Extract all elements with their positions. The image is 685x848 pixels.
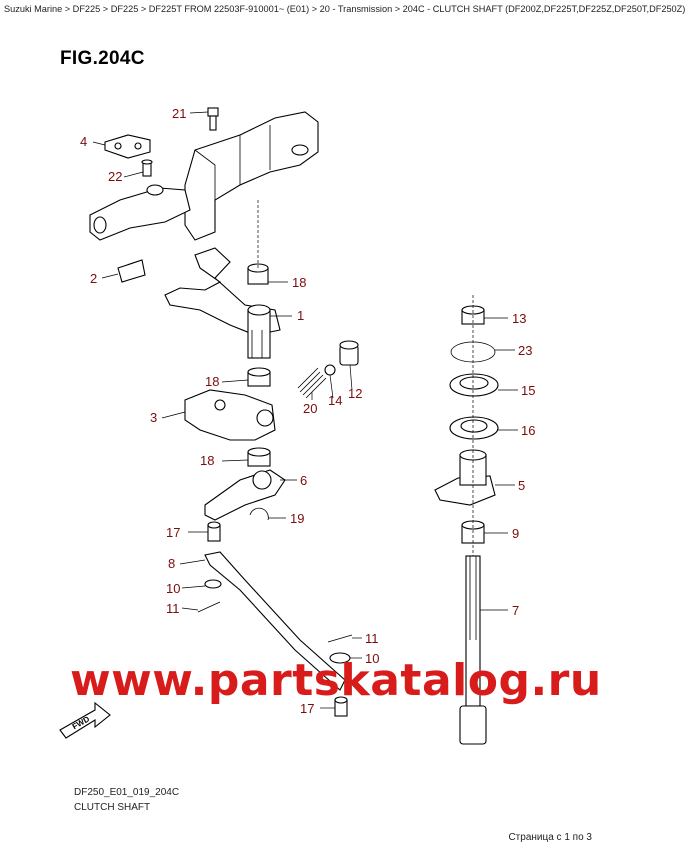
callout-6[interactable]: 6 [300, 473, 307, 488]
callout-20[interactable]: 20 [303, 401, 317, 416]
plate-4 [104, 134, 151, 159]
drawing-name: CLUTCH SHAFT [74, 802, 151, 813]
callout-10-lower[interactable]: 10 [365, 651, 379, 666]
callout-17-lower[interactable]: 17 [300, 701, 314, 716]
spring-20 [297, 367, 327, 399]
fwd-arrow: FWD [59, 701, 111, 739]
callout-10-upper[interactable]: 10 [166, 581, 180, 596]
callout-15[interactable]: 15 [521, 383, 535, 398]
parts-diagram: FWD 21 4 22 2 18 1 3 18 18 20 14 12 6 19… [59, 106, 535, 745]
page-info: Страница с 1 по 3 [508, 832, 592, 843]
shift-arm-3 [184, 389, 276, 441]
callout-2[interactable]: 2 [90, 271, 97, 286]
breadcrumb[interactable]: Suzuki Marine > DF225 > DF225 > DF225T F… [4, 4, 685, 14]
callout-18-top[interactable]: 18 [292, 275, 306, 290]
shift-bracket [89, 111, 319, 241]
bolt-22 [141, 159, 153, 177]
callout-8[interactable]: 8 [168, 556, 175, 571]
circlip-19 [249, 507, 269, 521]
callout-9[interactable]: 9 [512, 526, 519, 541]
cotter-pin-11-lower [327, 634, 353, 643]
figure-title: FIG.204C [60, 48, 145, 69]
drawing-code: DF250_E01_019_204C [74, 787, 180, 798]
callout-17-upper[interactable]: 17 [166, 525, 180, 540]
callout-5[interactable]: 5 [518, 478, 525, 493]
shift-lever-1 [164, 247, 281, 359]
bushing-18-low [247, 447, 271, 467]
callout-21[interactable]: 21 [172, 106, 186, 121]
watermark: www.partskatalog.ru [70, 655, 602, 706]
lever-6 [204, 469, 286, 521]
callout-22[interactable]: 22 [108, 169, 122, 184]
bearing-15 [449, 373, 499, 397]
housing-5 [434, 449, 496, 506]
callout-3[interactable]: 3 [150, 410, 157, 425]
bushing-18-mid [247, 367, 271, 387]
clip-2 [117, 259, 146, 283]
callout-11-upper[interactable]: 11 [166, 601, 180, 616]
callout-11-lower[interactable]: 11 [365, 631, 379, 646]
ball-14 [324, 364, 336, 376]
sleeve-9 [461, 520, 485, 544]
washer-10-upper [204, 579, 222, 589]
cap-12 [339, 340, 359, 366]
clutch-shaft-7 [459, 555, 487, 745]
seal-16 [449, 416, 499, 440]
bolt-21 [207, 107, 219, 131]
callout-23[interactable]: 23 [518, 343, 532, 358]
callout-7[interactable]: 7 [512, 603, 519, 618]
callout-1[interactable]: 1 [297, 308, 304, 323]
callout-18-low[interactable]: 18 [200, 453, 214, 468]
callout-13[interactable]: 13 [512, 311, 526, 326]
rod-8 [204, 551, 346, 691]
callout-14[interactable]: 14 [328, 393, 342, 408]
callout-16[interactable]: 16 [521, 423, 535, 438]
callout-19[interactable]: 19 [290, 511, 304, 526]
pin-17-upper [207, 521, 221, 542]
callout-4[interactable]: 4 [80, 134, 87, 149]
callout-18-mid[interactable]: 18 [205, 374, 219, 389]
cotter-pin-11-upper [197, 601, 221, 613]
callout-12[interactable]: 12 [348, 386, 362, 401]
